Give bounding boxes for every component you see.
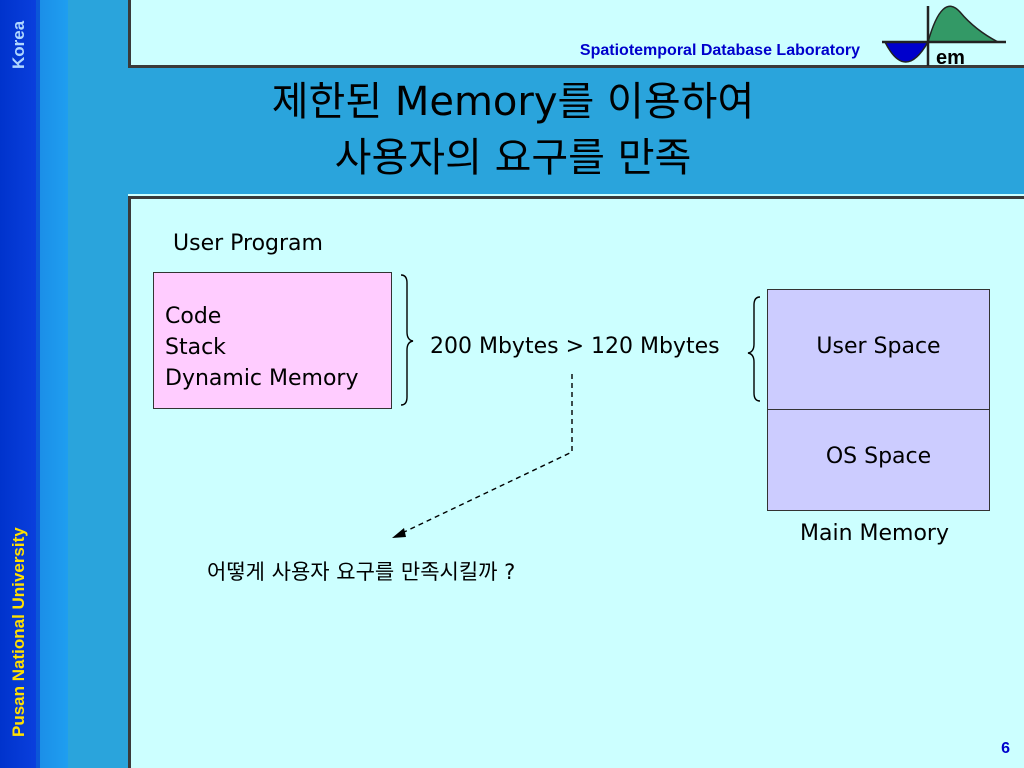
lab-logo: em — [882, 5, 1006, 69]
lab-name: Spatiotemporal Database Laboratory — [579, 42, 860, 59]
page-number: 6 — [1001, 740, 1010, 757]
sidebar-band — [0, 0, 68, 768]
question-text: 어떻게 사용자 요구를 만족시킬까 ? — [207, 560, 516, 584]
memory-comparison: 200 Mbytes > 120 Mbytes — [430, 334, 720, 359]
dashed-arrow — [399, 374, 573, 535]
title-band — [68, 68, 1024, 194]
arrow-head-icon — [392, 528, 406, 538]
program-brace — [400, 274, 414, 406]
memory-brace — [747, 296, 761, 402]
logo-green-wave — [927, 5, 999, 43]
program-item-stack: Stack — [165, 335, 226, 360]
logo-text: em — [936, 47, 965, 69]
sidebar-divider — [36, 0, 40, 768]
title-line-1: 제한된 Memory를 이용하여 — [271, 79, 755, 125]
program-item-code: Code — [165, 304, 222, 329]
user-space-partition: User Space — [768, 290, 989, 410]
slide-title: 제한된 Memory를 이용하여 사용자의 요구를 만족 — [128, 74, 898, 186]
main-memory-box: User Space OS Space — [767, 289, 990, 511]
user-program-box: Code Stack Dynamic Memory — [153, 272, 392, 409]
program-item-dynamic-memory: Dynamic Memory — [165, 366, 359, 391]
user-program-label: User Program — [173, 231, 323, 256]
main-memory-label: Main Memory — [800, 521, 949, 546]
title-line-2: 사용자의 요구를 만족 — [334, 135, 692, 181]
os-space-partition: OS Space — [825, 443, 932, 469]
header-bar — [128, 0, 1024, 68]
